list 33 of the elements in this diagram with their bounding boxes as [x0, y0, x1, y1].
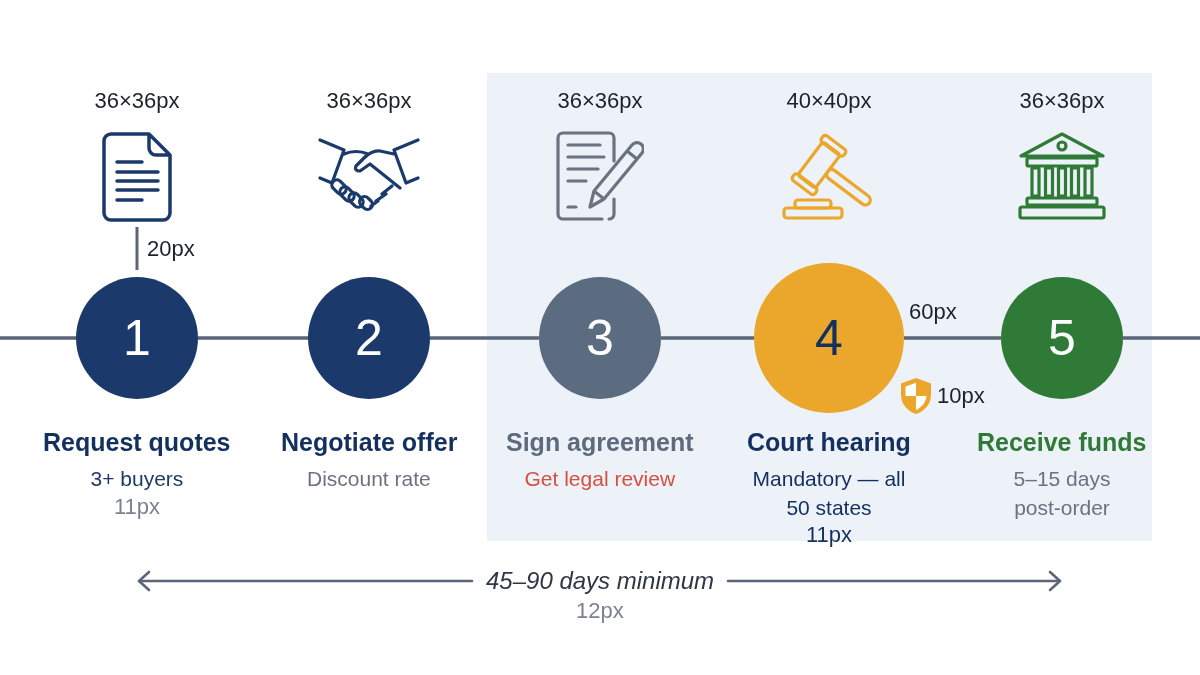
size-annotation: 11px — [806, 522, 853, 549]
step-circle: 1 — [76, 277, 198, 399]
step-title: Negotiate offer — [281, 427, 458, 458]
size-annotation: 36×36px — [557, 88, 643, 115]
step-description: Discount rate — [307, 466, 431, 492]
step-circle: 4 — [754, 263, 904, 413]
spacing-annotation: 20px — [147, 236, 195, 263]
step-circle: 5 — [1001, 277, 1123, 399]
step-title: Request quotes — [43, 427, 231, 458]
size-annotation: 12px — [576, 598, 624, 625]
timeline-line — [1123, 336, 1200, 340]
timeline-line — [904, 336, 1001, 340]
timeline-line — [0, 336, 76, 340]
size-annotation: 36×36px — [1019, 88, 1105, 115]
step-description: Get legal review — [524, 466, 676, 492]
step-title: Sign agreement — [506, 427, 694, 458]
timeline-line — [661, 336, 754, 340]
size-annotation: 36×36px — [326, 88, 412, 115]
spacing-annotation: 60px — [909, 299, 957, 326]
timeline-line — [430, 336, 539, 340]
step-description: 3+ buyers — [90, 466, 184, 492]
step-circle: 2 — [308, 277, 430, 399]
size-annotation: 40×40px — [786, 88, 872, 115]
size-annotation: 10px — [937, 383, 985, 410]
step-title: Court hearing — [747, 427, 911, 458]
step-description: Mandatory — all 50 states — [751, 466, 907, 521]
step-circle: 3 — [539, 277, 661, 399]
step-description: 5–15 days post-order — [1012, 466, 1112, 521]
timeline-line — [198, 336, 308, 340]
step-title: Receive funds — [977, 427, 1147, 458]
size-annotation: 11px — [114, 494, 161, 521]
size-annotation: 36×36px — [94, 88, 180, 115]
duration-label: 45–90 days minimum — [486, 566, 715, 596]
